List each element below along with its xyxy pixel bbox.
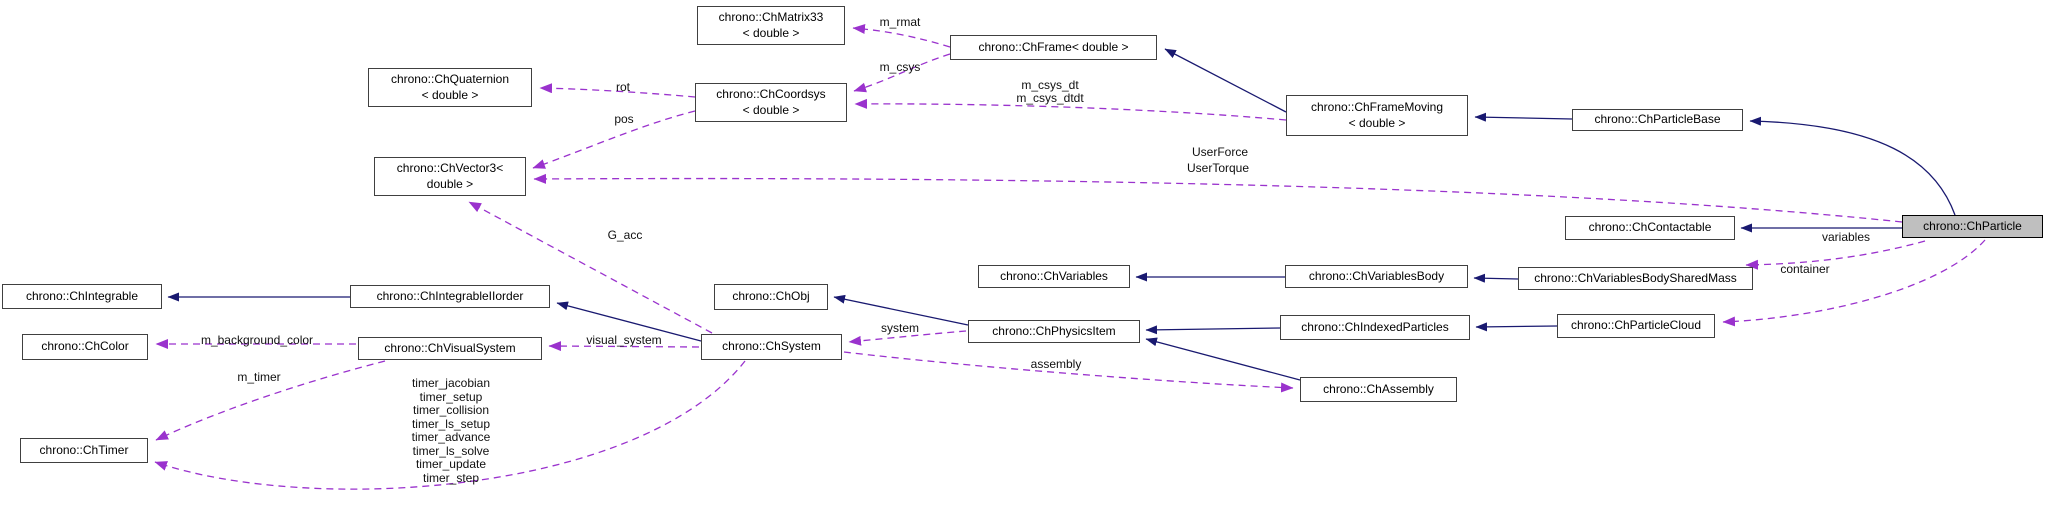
edge-chassembly-to-chphysicsitem	[1145, 337, 1301, 381]
edge-rot	[539, 83, 696, 98]
edge-assembly	[843, 351, 1294, 393]
edge-chsystem-to-chintegrableiiorder	[556, 301, 702, 342]
class-node-chvariables[interactable]: chrono::ChVariables	[978, 265, 1130, 288]
class-label: chrono::ChQuaternion	[390, 72, 510, 87]
class-label: < double >	[742, 102, 800, 117]
class-label: chrono::ChSystem	[722, 339, 821, 354]
class-label: < double >	[742, 25, 800, 40]
class-label: chrono::ChFrameMoving	[1310, 100, 1444, 115]
edge-timers	[154, 360, 746, 490]
class-node-chvariablesbody[interactable]: chrono::ChVariablesBody	[1285, 265, 1468, 288]
edge-chvariablesbodysharedmass-to-chvariablesbody	[1473, 273, 1519, 283]
edge-pos	[532, 110, 696, 169]
class-label: < double >	[421, 87, 479, 102]
class-label: chrono::ChParticleBase	[1594, 112, 1721, 127]
edge-visual-system	[548, 341, 700, 352]
class-node-chintegrable[interactable]: chrono::ChIntegrable	[2, 284, 162, 309]
edge-label-timers: timer_jacobian timer_setup timer_collisi…	[411, 376, 491, 485]
edge-label-visual-system: visual_system	[586, 333, 662, 347]
edge-m-timer	[155, 360, 386, 441]
class-label: chrono::ChVariablesBody	[1308, 268, 1445, 283]
class-node-chframemoving[interactable]: chrono::ChFrameMoving < double >	[1286, 95, 1468, 136]
edge-chframemoving-to-chframe	[1164, 48, 1287, 113]
edge-label-timer-jacobian: timer_jacobian	[411, 376, 491, 390]
edge-label-m-csys: m_csys	[879, 60, 921, 74]
edge-label-assembly: assembly	[1030, 357, 1082, 371]
edge-chparticlecloud-to-chindexedparticles	[1475, 322, 1558, 332]
edge-chparticle-to-chparticlebase	[1749, 116, 1956, 216]
class-label: chrono::ChIntegrable	[25, 288, 139, 303]
edge-label-timer-step: timer_step	[422, 470, 480, 485]
class-node-chtimer[interactable]: chrono::ChTimer	[20, 438, 148, 463]
class-label: chrono::ChVisualSystem	[384, 340, 516, 355]
edge-userforce-usertorque	[533, 173, 1903, 223]
class-label: chrono::ChPhysicsItem	[992, 323, 1116, 338]
class-label: chrono::ChCoordsys	[716, 87, 826, 102]
class-node-chphysicsitem[interactable]: chrono::ChPhysicsItem	[968, 320, 1140, 343]
class-node-chparticlebase[interactable]: chrono::ChParticleBase	[1572, 109, 1743, 131]
edge-container	[1722, 239, 1986, 327]
edge-label-timer-collision: timer_collision	[412, 403, 490, 417]
class-node-chcoordsys[interactable]: chrono::ChCoordsys < double >	[695, 83, 847, 122]
class-node-chparticlecloud[interactable]: chrono::ChParticleCloud	[1557, 314, 1715, 338]
class-node-chmatrix33[interactable]: chrono::ChMatrix33 < double >	[697, 6, 845, 45]
class-node-chparticle[interactable]: chrono::ChParticle	[1902, 215, 2043, 238]
edge-variables	[1745, 240, 1926, 270]
class-label: chrono::ChVariables	[1000, 268, 1108, 283]
class-label: chrono::ChParticleCloud	[1570, 318, 1702, 333]
edge-label-timer-ls-setup: timer_ls_setup	[411, 416, 491, 431]
edge-chindexedparticles-to-chphysicsitem	[1145, 325, 1281, 335]
class-label: chrono::ChIndexedParticles	[1301, 319, 1449, 334]
class-node-chassembly[interactable]: chrono::ChAssembly	[1300, 377, 1457, 402]
edge-label-m-csys-dtdt: m_csys_dtdt	[1016, 91, 1084, 105]
class-label: chrono::ChVector3<	[396, 161, 504, 176]
edge-label-timer-advance: timer_advance	[411, 430, 491, 444]
class-node-chquaternion[interactable]: chrono::ChQuaternion < double >	[368, 68, 532, 107]
class-label: < double >	[1348, 115, 1406, 130]
edge-label-userforce: UserForce	[1191, 145, 1249, 159]
class-label: chrono::ChIntegrableIIorder	[376, 288, 524, 303]
class-label: chrono::ChObj	[732, 289, 810, 304]
edge-m-rmat	[852, 23, 951, 48]
edge-chparticlebase-to-chframemoving	[1474, 112, 1573, 122]
class-label: chrono::ChColor	[41, 339, 129, 354]
class-node-chvector3[interactable]: chrono::ChVector3< double >	[374, 157, 526, 196]
class-label: chrono::ChMatrix33	[718, 10, 824, 25]
edge-m-csys	[853, 53, 951, 93]
edge-label-timer-ls-solve: timer_ls_solve	[412, 443, 490, 458]
class-node-chvariablesbodysharedmass[interactable]: chrono::ChVariablesBodySharedMass	[1518, 267, 1753, 290]
edge-m-csys-dt-dtdt	[854, 98, 1287, 121]
class-node-chvisualsystem[interactable]: chrono::ChVisualSystem	[358, 337, 542, 360]
class-label: chrono::ChContactable	[1588, 220, 1712, 235]
class-node-chobj[interactable]: chrono::ChObj	[714, 284, 828, 310]
class-node-chindexedparticles[interactable]: chrono::ChIndexedParticles	[1280, 315, 1470, 340]
class-label: chrono::ChParticle	[1923, 218, 2022, 233]
edge-label-m-csys-dt: m_csys_dt	[1021, 78, 1079, 92]
edge-label-system: system	[880, 321, 920, 335]
class-node-chsystem[interactable]: chrono::ChSystem	[701, 334, 842, 360]
edge-label-timer-update: timer_update	[415, 457, 487, 471]
class-node-chcontactable[interactable]: chrono::ChContactable	[1565, 216, 1735, 240]
class-label: double >	[426, 176, 474, 191]
edge-label-m-background-color: m_background_color	[200, 333, 314, 347]
edge-label-variables: variables	[1821, 230, 1871, 244]
class-label: chrono::ChVariablesBodySharedMass	[1534, 270, 1737, 285]
edge-label-g-acc: G_acc	[607, 228, 643, 242]
class-node-chcolor[interactable]: chrono::ChColor	[22, 334, 148, 360]
edge-label-rot: rot	[615, 80, 631, 94]
edge-label-usertorque: UserTorque	[1186, 161, 1250, 175]
class-node-chframe[interactable]: chrono::ChFrame< double >	[950, 35, 1157, 60]
class-node-chintegrableiiorder[interactable]: chrono::ChIntegrableIIorder	[350, 285, 550, 308]
edge-label-timer-setup: timer_setup	[419, 389, 483, 404]
edge-label-pos: pos	[614, 112, 634, 126]
edge-label-container: container	[1780, 262, 1830, 276]
edge-g-acc	[468, 201, 713, 334]
edge-label-m-timer: m_timer	[237, 370, 281, 384]
edge-chphysicsitem-to-chobj	[833, 294, 969, 326]
class-label: chrono::ChFrame< double >	[978, 39, 1129, 54]
class-label: chrono::ChTimer	[39, 442, 129, 457]
edge-label-m-rmat: m_rmat	[879, 15, 921, 29]
class-label: chrono::ChAssembly	[1323, 381, 1434, 396]
